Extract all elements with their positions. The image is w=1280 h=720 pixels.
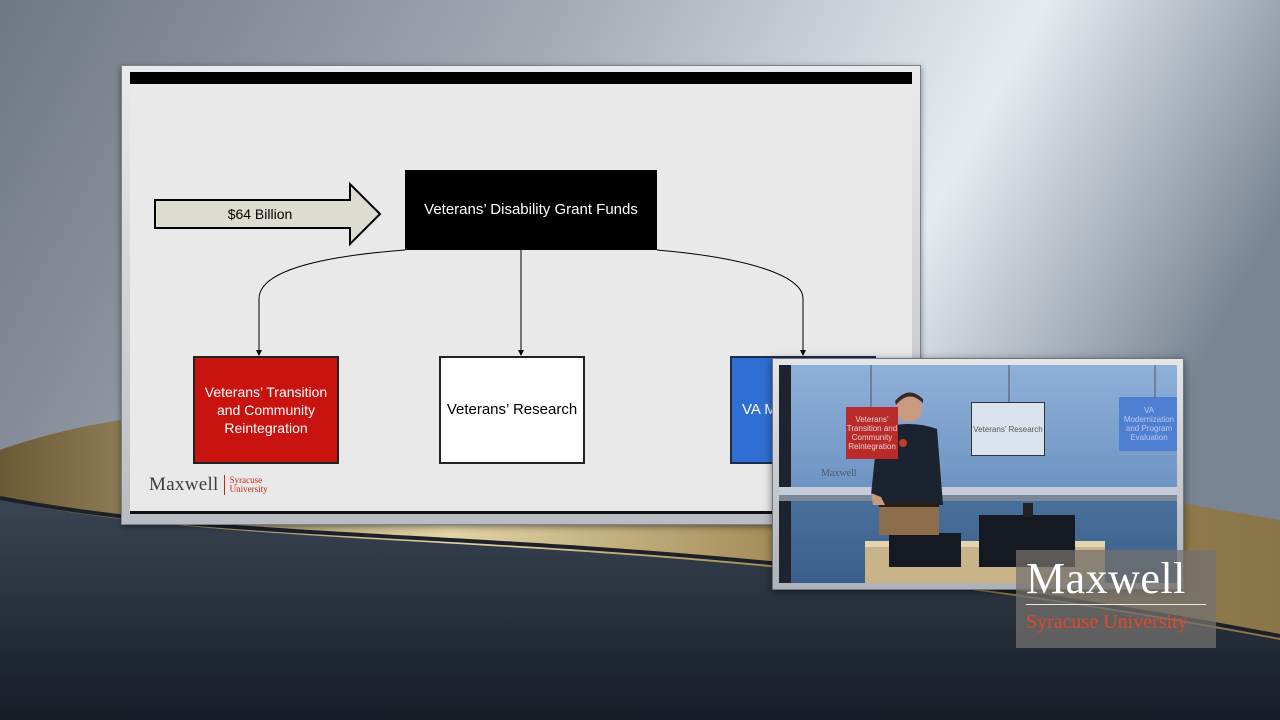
camera-slide-logo: Maxwell [821,468,857,479]
research-box: Veterans’ Research [439,356,585,464]
camera-feed: Veterans’ Transition and Community Reint… [779,365,1177,583]
camera-research-box: Veterans’ Research [971,402,1045,456]
flow-connectors [154,181,806,356]
watermark-divider [1026,604,1206,605]
connector-right [656,249,804,352]
camera-va-box: VA Modernization and Program Evaluation [1119,397,1177,451]
slide-bottom-bar [130,511,912,514]
slide-top-bar [130,72,912,84]
camera-inset-frame: Veterans’ Transition and Community Reint… [772,358,1184,590]
slide-maxwell-logo: Maxwell Syracuse University [149,474,280,496]
slide-logo-university: Syracuse University [229,475,268,494]
camera-transition-box: Veterans’ Transition and Community Reint… [846,407,898,459]
funding-arrow-shape [154,181,382,247]
grant-funds-box: Veterans’ Disability Grant Funds [405,170,657,250]
watermark-word: Maxwell [1026,554,1186,603]
maxwell-watermark-logo: Maxwell Syracuse University [1016,550,1216,648]
funding-arrow-label: $64 Billion [227,206,293,222]
slide-logo-separator [223,475,225,495]
transition-box: Veterans’ Transition and Community Reint… [193,356,339,464]
connector-left [258,249,406,352]
monitor-left [889,533,961,567]
watermark-university: Syracuse University [1026,611,1188,633]
slide-logo-word: Maxwell [149,474,219,495]
